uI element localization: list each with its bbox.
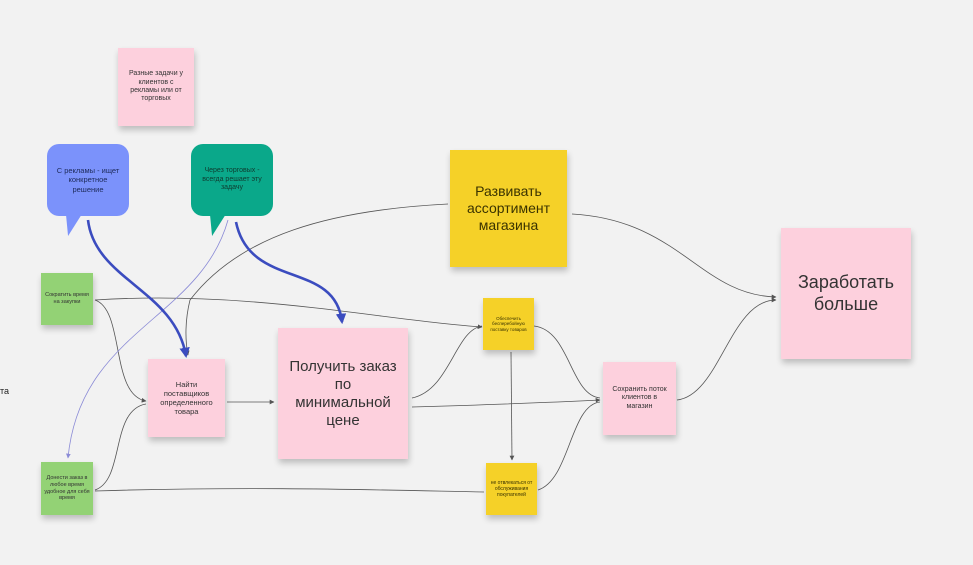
speech-bubble-sales-text: Через торговых - всегда решает эту задач…: [202, 166, 262, 192]
sticky-keep-flow-text: Сохранить поток клиентов в магазин: [612, 385, 667, 410]
sticky-deliver-order-text: Донести заказ в любое время удобное для …: [44, 475, 90, 502]
sticky-grow-assortment-text: Развивать ассортимент магазина: [467, 183, 550, 233]
connector-yellowtop-to-keepflow: [533, 325, 601, 399]
sticky-keep-flow[interactable]: Сохранить поток клиентов в магазин: [603, 362, 676, 435]
sticky-supply-text: Обеспечить бесперебойную поставку товаро…: [490, 315, 527, 332]
sticky-no-distraction[interactable]: не отвлекаться от обслуживания покупател…: [486, 463, 537, 515]
sticky-supply[interactable]: Обеспечить бесперебойную поставку товаро…: [483, 298, 534, 350]
speech-bubble-sales[interactable]: Через торговых - всегда решает эту задач…: [191, 144, 273, 216]
sticky-tasks[interactable]: Разные задачи у клиентов с рекламы или о…: [118, 48, 194, 126]
connector-yellowtop-to-yellowbottom: [509, 351, 515, 461]
sticky-get-order-text: Получить заказ по минимальной цене: [289, 357, 397, 429]
connector-deliver-to-find: [94, 403, 147, 491]
connector-savetime-to-yellowtop: [94, 297, 483, 330]
connector-assortment-to-earn: [571, 213, 777, 300]
sticky-save-time-text: Сократить время на закупки: [45, 292, 89, 305]
connector-getorder-to-keepflow: [411, 397, 601, 408]
cropped-edge-text: та: [0, 386, 10, 396]
sticky-earn-more-text: Заработать больше: [797, 271, 895, 314]
sticky-earn-more[interactable]: Заработать больше: [781, 228, 911, 359]
speech-bubble-ads[interactable]: С рекламы - ищет конкретное решение: [47, 144, 129, 216]
sticky-save-time[interactable]: Сократить время на закупки: [41, 273, 93, 325]
sticky-find-suppliers[interactable]: Найти поставщиков определенного товара: [148, 359, 225, 437]
arrow-blue-bubble-to-find: [86, 219, 190, 359]
connector-getorder-to-yellowtop: [411, 325, 483, 399]
connector-yellowbottom-to-keepflow: [537, 401, 601, 491]
sticky-grow-assortment[interactable]: Развивать ассортимент магазина: [450, 150, 567, 267]
connector-teal-to-deliver: [66, 219, 229, 459]
connector-keepflow-to-earn: [676, 297, 777, 401]
arrow-teal-bubble-to-getorder: [234, 221, 347, 325]
speech-bubble-ads-text: С рекламы - ищет конкретное решение: [56, 165, 120, 194]
sticky-deliver-order[interactable]: Донести заказ в любое время удобное для …: [41, 462, 93, 515]
sticky-tasks-text: Разные задачи у клиентов с рекламы или о…: [128, 70, 184, 103]
sticky-no-distraction-text: не отвлекаться от обслуживания покупател…: [490, 480, 533, 498]
sticky-get-order[interactable]: Получить заказ по минимальной цене: [278, 328, 408, 459]
sticky-find-suppliers-text: Найти поставщиков определенного товара: [160, 380, 213, 416]
connector-savetime-to-find: [94, 299, 147, 403]
connector-assortment-to-find: [184, 203, 449, 356]
connector-deliver-to-yellowbottom: [94, 488, 485, 493]
